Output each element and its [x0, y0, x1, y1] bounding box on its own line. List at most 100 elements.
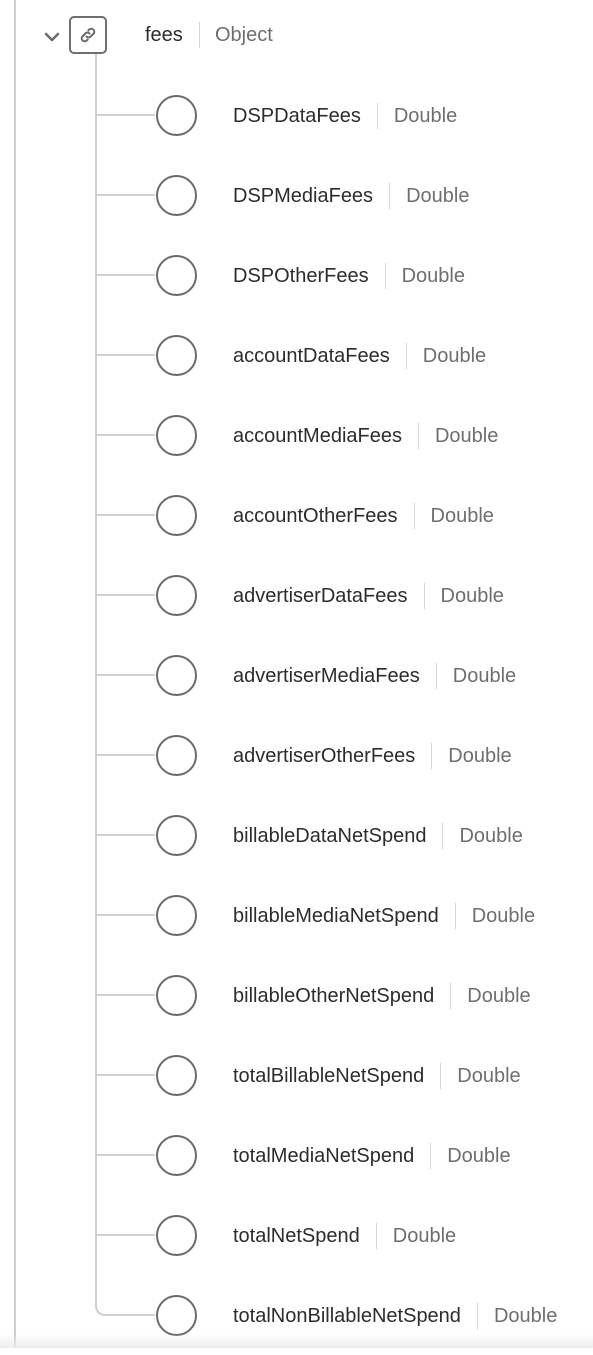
tree-row[interactable]: billableMediaNetSpend Double — [0, 875, 593, 955]
branch-connector — [95, 975, 155, 996]
field-type: Double — [440, 585, 504, 607]
circle-node-icon[interactable] — [156, 1055, 197, 1096]
tree-row[interactable]: billableOtherNetSpend Double — [0, 955, 593, 1035]
field-separator — [476, 1303, 478, 1329]
field-name[interactable]: totalNetSpend — [233, 1225, 360, 1247]
field-separator — [376, 103, 378, 129]
field-type: Double — [459, 825, 523, 847]
branch-connector — [95, 815, 155, 836]
field-label-group: billableMediaNetSpend Double — [233, 903, 535, 929]
tree-row[interactable]: accountMediaFees Double — [0, 395, 593, 475]
field-separator — [375, 1223, 377, 1249]
branch-connector — [95, 1055, 155, 1076]
circle-node-icon[interactable] — [156, 335, 197, 376]
circle-node-icon[interactable] — [156, 495, 197, 536]
field-type: Double — [434, 425, 499, 447]
tree-row[interactable]: totalMediaNetSpend Double — [0, 1115, 593, 1195]
field-name[interactable]: billableMediaNetSpend — [233, 905, 439, 927]
circle-node-icon[interactable] — [156, 175, 197, 216]
field-type: Double — [401, 265, 465, 287]
field-separator — [405, 343, 407, 369]
branch-connector — [95, 175, 155, 196]
chevron-down-icon[interactable] — [42, 27, 62, 47]
field-separator — [417, 423, 419, 449]
field-name[interactable]: advertiserMediaFees — [233, 665, 420, 687]
field-separator — [423, 583, 425, 609]
field-type: Double — [467, 985, 531, 1007]
tree-row[interactable]: DSPOtherFees Double — [0, 235, 593, 315]
branch-connector — [95, 255, 155, 276]
field-name[interactable]: advertiserOtherFees — [233, 745, 416, 767]
link-icon[interactable] — [69, 16, 107, 54]
tree-row[interactable]: billableDataNetSpend Double — [0, 795, 593, 875]
branch-connector — [95, 655, 155, 676]
field-separator — [430, 1143, 432, 1169]
field-type: Double — [471, 905, 536, 927]
circle-node-icon[interactable] — [156, 655, 197, 696]
field-separator — [389, 183, 391, 209]
root-field-name[interactable]: fees — [145, 24, 183, 46]
field-name[interactable]: accountDataFees — [233, 345, 390, 367]
field-type: Double — [406, 185, 470, 207]
field-type: Double — [447, 1145, 511, 1167]
field-name[interactable]: totalNonBillableNetSpend — [233, 1305, 461, 1327]
field-separator — [384, 263, 386, 289]
circle-node-icon[interactable] — [156, 735, 197, 776]
tree-row[interactable]: advertiserDataFees Double — [0, 555, 593, 635]
scroll-fade — [0, 1334, 593, 1348]
field-label-group: advertiserDataFees Double — [233, 583, 504, 609]
circle-node-icon[interactable] — [156, 1135, 197, 1176]
circle-node-icon[interactable] — [156, 575, 197, 616]
branch-connector — [95, 495, 155, 516]
branch-connector — [95, 895, 155, 916]
field-separator — [454, 903, 456, 929]
field-name[interactable]: totalBillableNetSpend — [233, 1065, 425, 1087]
branch-connector — [95, 735, 155, 756]
branch-connector — [95, 335, 155, 356]
field-separator — [431, 743, 433, 769]
field-name[interactable]: DSPMediaFees — [233, 185, 374, 207]
circle-node-icon[interactable] — [156, 975, 197, 1016]
tree-row[interactable]: advertiserMediaFees Double — [0, 635, 593, 715]
field-type: Double — [493, 1305, 558, 1327]
field-separator — [440, 1063, 442, 1089]
circle-node-icon[interactable] — [156, 895, 197, 936]
field-name[interactable]: accountMediaFees — [233, 425, 402, 447]
field-name[interactable]: billableOtherNetSpend — [233, 985, 435, 1007]
circle-node-icon[interactable] — [156, 255, 197, 296]
tree-row[interactable]: DSPMediaFees Double — [0, 155, 593, 235]
circle-node-icon[interactable] — [156, 1215, 197, 1256]
branch-connector — [95, 415, 155, 436]
root-separator — [199, 22, 200, 48]
circle-node-icon[interactable] — [156, 1295, 197, 1336]
field-name[interactable]: DSPDataFees — [233, 105, 361, 127]
field-name[interactable]: advertiserDataFees — [233, 585, 408, 607]
branch-connector — [95, 575, 155, 596]
circle-node-icon[interactable] — [156, 415, 197, 456]
tree-row[interactable]: totalNonBillableNetSpend Double — [0, 1275, 593, 1355]
field-separator — [435, 663, 437, 689]
circle-node-icon[interactable] — [156, 95, 197, 136]
field-name[interactable]: DSPOtherFees — [233, 265, 369, 287]
field-label-group: billableDataNetSpend Double — [233, 823, 523, 849]
field-name[interactable]: accountOtherFees — [233, 505, 398, 527]
field-separator — [442, 823, 444, 849]
root-field-type: Object — [215, 24, 273, 46]
field-label-group: billableOtherNetSpend Double — [233, 983, 531, 1009]
tree-connector-line — [14, 0, 16, 1348]
field-name[interactable]: billableDataNetSpend — [233, 825, 427, 847]
field-label-group: totalNonBillableNetSpend Double — [233, 1303, 557, 1329]
branch-connector — [95, 1135, 155, 1156]
field-type: Double — [452, 665, 517, 687]
field-name[interactable]: totalMediaNetSpend — [233, 1145, 415, 1167]
circle-node-icon[interactable] — [156, 815, 197, 856]
